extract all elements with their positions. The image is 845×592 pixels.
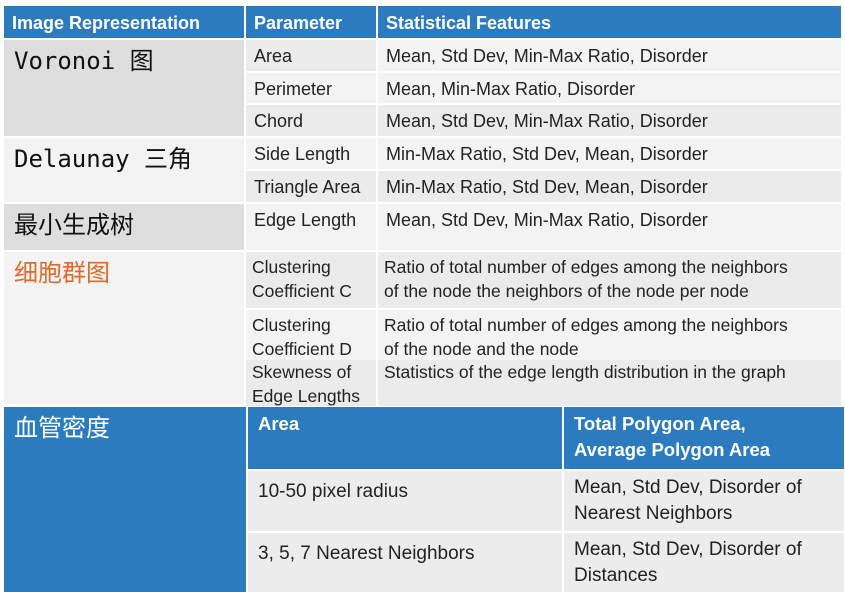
- features-line: Ratio of total number of edges among the…: [384, 257, 788, 277]
- vessel-header-area: Area: [248, 407, 562, 469]
- features-chord: Mean, Std Dev, Min-Max Ratio, Disorder: [378, 105, 841, 136]
- vessel-features-nearest-neighbors: Mean, Std Dev, Disorder of Nearest Neigh…: [564, 471, 844, 531]
- header-statistical-features: Statistical Features: [378, 6, 841, 38]
- features-line: Distances: [574, 565, 658, 586]
- features-perimeter: Mean, Min-Max Ratio, Disorder: [378, 73, 841, 103]
- features-line: of the node and the node: [384, 339, 579, 359]
- features-line: of the node the neighbors of the node pe…: [384, 281, 749, 301]
- vessel-header-features: Total Polygon Area, Average Polygon Area: [564, 407, 844, 469]
- features-side-length: Min-Max Ratio, Std Dev, Mean, Disorder: [378, 138, 841, 169]
- param-skewness-edge-lengths: Skewness of Edge Lengths: [246, 360, 376, 406]
- features-line: Mean, Std Dev, Disorder of: [574, 539, 802, 560]
- param-line: Coefficient D: [252, 339, 352, 359]
- vessel-param-pixel-radius: 10-50 pixel radius: [248, 471, 562, 531]
- param-triangle-area: Triangle Area: [246, 171, 376, 202]
- features-line: Ratio of total number of edges among the…: [384, 315, 788, 335]
- vessel-features-distances: Mean, Std Dev, Disorder of Distances: [564, 533, 844, 592]
- header-line: Average Polygon Area: [574, 439, 771, 460]
- param-area: Area: [246, 40, 376, 71]
- group-minimum-spanning-tree: 最小生成树: [4, 204, 244, 250]
- features-clustering-coefficient-d: Ratio of total number of edges among the…: [378, 310, 841, 360]
- group-cell-cluster-graph: 细胞群图: [4, 252, 244, 404]
- group-delaunay: Delaunay 三角: [4, 138, 244, 202]
- group-voronoi: Voronoi 图: [4, 40, 244, 136]
- features-triangle-area: Min-Max Ratio, Std Dev, Mean, Disorder: [378, 171, 841, 202]
- features-area: Mean, Std Dev, Min-Max Ratio, Disorder: [378, 40, 841, 71]
- param-edge-length: Edge Length: [246, 204, 376, 250]
- param-perimeter: Perimeter: [246, 73, 376, 103]
- param-line: Skewness of: [252, 362, 352, 382]
- features-skewness-edge-lengths: Statistics of the edge length distributi…: [378, 360, 841, 406]
- features-line: Statistics of the edge length distributi…: [384, 362, 786, 382]
- header-image-representation: Image Representation: [4, 6, 244, 38]
- header-line: Total Polygon Area,: [574, 413, 746, 434]
- param-chord: Chord: [246, 105, 376, 136]
- features-edge-length: Mean, Std Dev, Min-Max Ratio, Disorder: [378, 204, 841, 250]
- param-line: Clustering: [252, 315, 331, 335]
- vessel-param-nearest-neighbors: 3, 5, 7 Nearest Neighbors: [248, 533, 562, 592]
- features-line: Nearest Neighbors: [574, 503, 733, 524]
- param-line: Edge Lengths: [252, 386, 361, 406]
- param-line: Clustering: [252, 257, 331, 277]
- group-vessel-density: 血管密度: [4, 407, 246, 592]
- param-clustering-coefficient-c: Clustering Coefficient C: [246, 252, 376, 308]
- param-side-length: Side Length: [246, 138, 376, 169]
- param-clustering-coefficient-d: Clustering Coefficient D: [246, 310, 376, 360]
- header-parameter: Parameter: [246, 6, 376, 38]
- param-line: Coefficient C: [252, 281, 352, 301]
- features-clustering-coefficient-c: Ratio of total number of edges among the…: [378, 252, 841, 308]
- features-line: Mean, Std Dev, Disorder of: [574, 477, 802, 498]
